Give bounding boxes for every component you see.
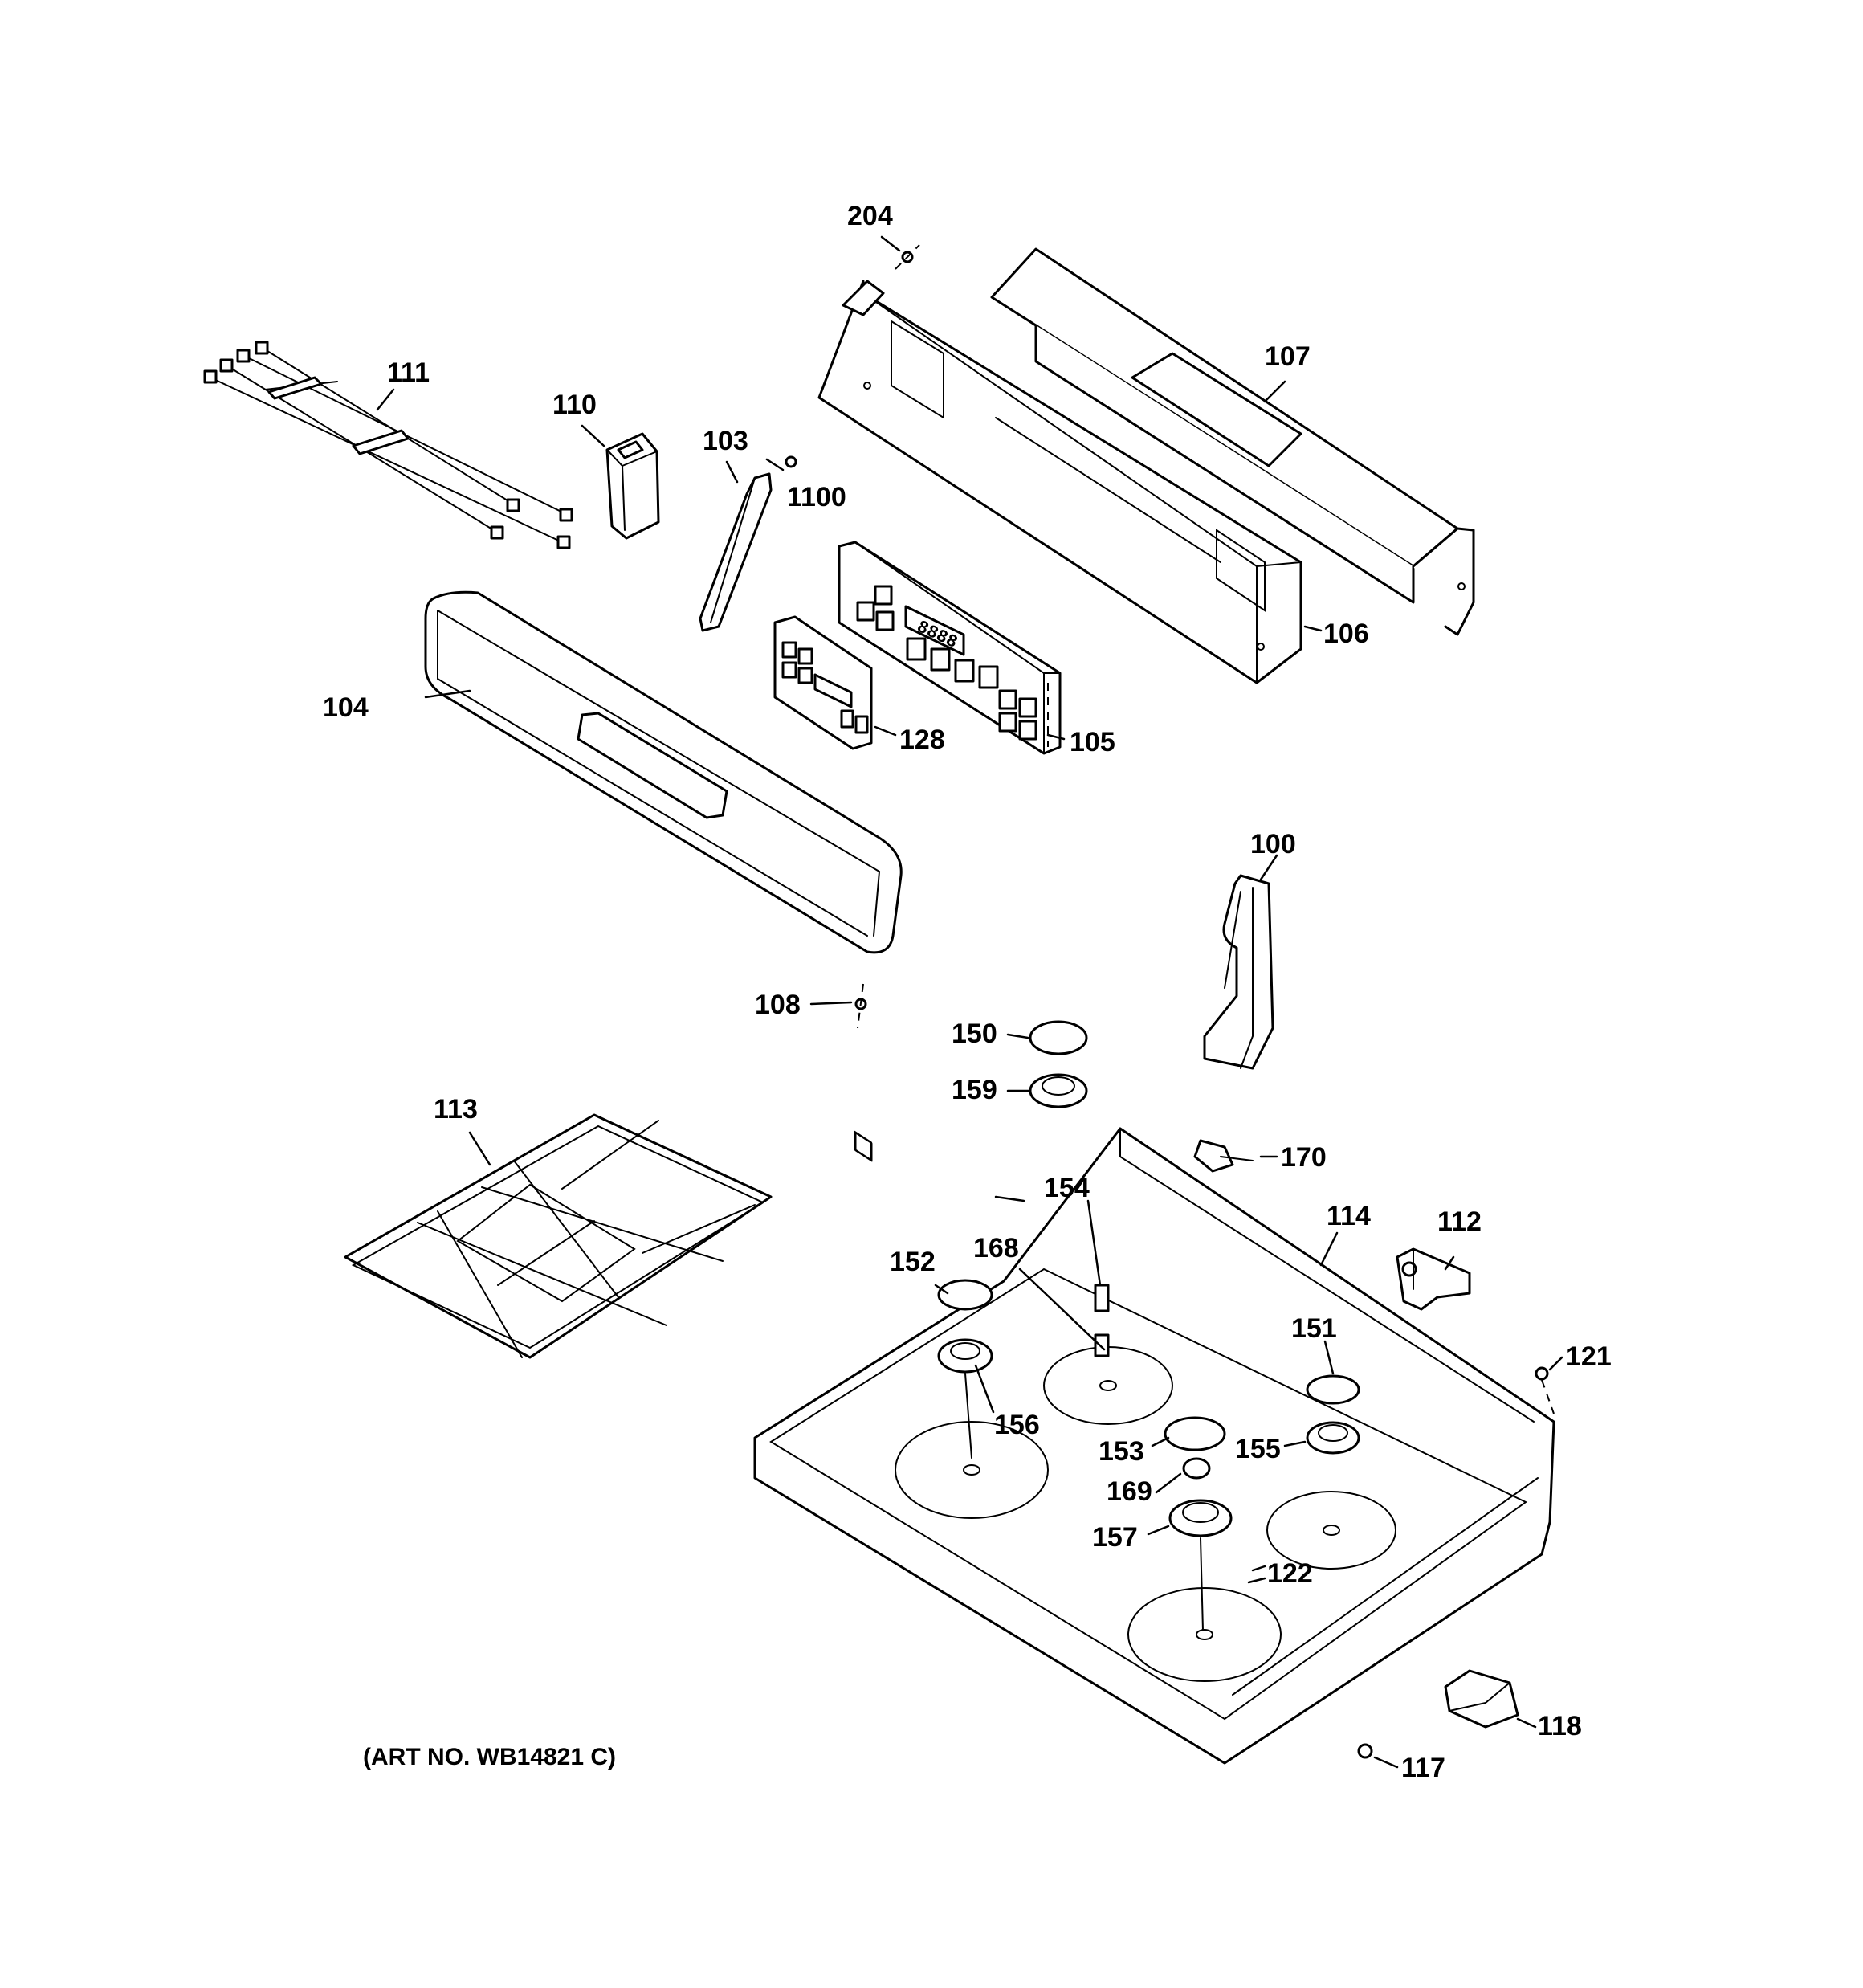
leader-lines — [376, 235, 1563, 1769]
callout-204: 204 — [847, 201, 893, 231]
part-150-burner-cap — [1029, 1020, 1088, 1055]
callout-113: 113 — [434, 1094, 478, 1125]
part-118-bracket — [1444, 1669, 1519, 1729]
part-110-relay-block — [605, 432, 660, 540]
callout-151: 151 — [1291, 1313, 1337, 1344]
part-121-screw — [1535, 1366, 1555, 1414]
part-156-burner-head — [937, 1338, 993, 1459]
callout-106: 106 — [1323, 618, 1369, 649]
callout-159: 159 — [952, 1075, 997, 1105]
part-111-wire-harness — [203, 341, 573, 549]
part-108-screw — [854, 983, 867, 1029]
part-104-control-panel — [424, 590, 903, 954]
part-152-burner-cap — [937, 1279, 993, 1311]
callout-157: 157 — [1092, 1522, 1138, 1553]
callout-156: 156 — [994, 1410, 1040, 1440]
callout-122: 122 — [1267, 1558, 1313, 1589]
part-1100-screw — [785, 455, 797, 468]
callout-152: 152 — [890, 1247, 936, 1277]
part-153-burner-cap — [1164, 1416, 1226, 1451]
callout-150: 150 — [952, 1018, 997, 1049]
callout-168: 168 — [973, 1233, 1019, 1263]
callout-153: 153 — [1099, 1436, 1144, 1467]
callout-104: 104 — [323, 692, 369, 723]
part-113-grate — [344, 1113, 773, 1359]
callout-1100: 1100 — [787, 482, 846, 512]
part-157-burner-head — [1168, 1499, 1233, 1631]
callout-111: 111 — [387, 357, 430, 388]
part-154-electrode — [1094, 1284, 1110, 1312]
callout-103: 103 — [703, 426, 748, 456]
part-117-nut — [1357, 1743, 1373, 1759]
callout-170: 170 — [1281, 1142, 1327, 1173]
callout-100: 100 — [1250, 829, 1296, 859]
part-155-burner-head — [1306, 1421, 1360, 1455]
part-128-overlay-board — [773, 615, 873, 750]
part-107-top-trim — [990, 247, 1475, 636]
part-103-bracket — [699, 472, 773, 632]
part-151-burner-cap — [1306, 1374, 1360, 1405]
part-105-control-board: 8888 — [838, 541, 1062, 1162]
callout-128: 128 — [899, 725, 945, 755]
callout-121: 121 — [1566, 1341, 1612, 1372]
part-159-burner-head — [1029, 1073, 1088, 1108]
part-106-back-panel — [817, 280, 1302, 684]
part-112-bracket — [1396, 1247, 1471, 1311]
part-204-screw — [895, 244, 920, 270]
callout-107: 107 — [1265, 341, 1311, 372]
part-168-electrode — [1094, 1333, 1110, 1357]
callout-labels: 204 107 111 110 103 1100 106 104 128 105… — [323, 201, 1612, 1783]
callout-108: 108 — [755, 990, 801, 1020]
part-100-side-trim — [1203, 874, 1274, 1070]
callout-105: 105 — [1070, 727, 1115, 757]
callout-117: 117 — [1401, 1753, 1445, 1783]
part-170-screw — [1193, 1139, 1254, 1173]
callout-155: 155 — [1235, 1434, 1281, 1464]
callout-154: 154 — [1044, 1173, 1090, 1203]
part-169-orifice — [1182, 1457, 1211, 1480]
art-number: (ART NO. WB14821 C) — [363, 1744, 616, 1770]
callout-114: 114 — [1327, 1201, 1371, 1231]
callout-112: 112 — [1437, 1206, 1482, 1237]
callout-118: 118 — [1538, 1711, 1582, 1741]
callout-110: 110 — [552, 390, 597, 420]
callout-169: 169 — [1107, 1476, 1152, 1507]
